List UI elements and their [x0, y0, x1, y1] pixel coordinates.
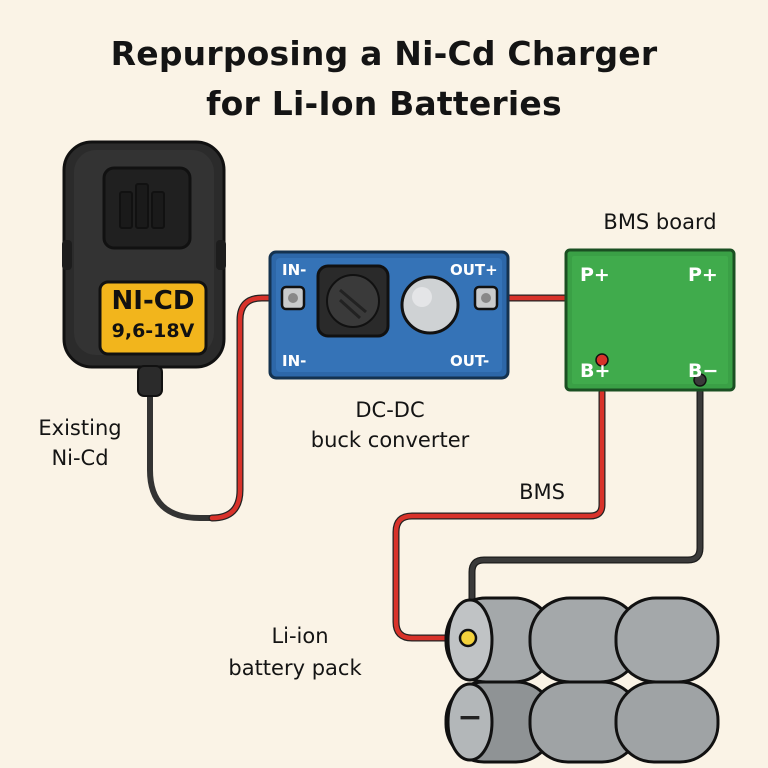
converter-pin-out-top: OUT+ [450, 261, 498, 279]
bms-pin-b-positive: B+ [580, 360, 611, 382]
bms-pin-b-negative: B− [688, 360, 719, 382]
title-line-1: Repurposing a Ni-Cd Charger [110, 34, 658, 73]
converter-pin-out-bottom: OUT- [450, 352, 490, 370]
converter-pin-in-bottom: IN- [282, 352, 307, 370]
battery-negative-symbol: − [457, 700, 483, 735]
bms-board [564, 248, 736, 392]
nicd-charger [62, 140, 226, 397]
charger-caption-line-2: Ni-Cd [51, 446, 109, 470]
capacitor [400, 275, 460, 335]
title-line-2: for Li-Ion Batteries [206, 84, 562, 123]
charger-caption-line-1: Existing [38, 416, 122, 440]
battery-caption-line-2: battery pack [228, 656, 362, 680]
battery-positive-terminal [458, 628, 478, 648]
bms-pin-p-right: P+ [688, 264, 718, 286]
converter-caption-line-1: DC-DC [355, 398, 425, 422]
converter-caption-line-2: buck converter [310, 428, 470, 452]
battery-pack [444, 596, 720, 764]
battery-caption-line-1: Li-ion [271, 624, 329, 648]
bms-pin-p-left: P+ [580, 264, 610, 286]
charger-label-plate [98, 280, 208, 356]
converter-pin-in-top: IN- [282, 261, 307, 279]
buck-converter [268, 250, 510, 380]
bms-caption: BMS board [603, 210, 717, 234]
charger-voltage-text: 9,6-18V [111, 320, 195, 342]
bms-wire-label: BMS [519, 480, 565, 504]
charger-cable [147, 389, 215, 521]
charger-model-text: NI-CD [111, 286, 195, 316]
